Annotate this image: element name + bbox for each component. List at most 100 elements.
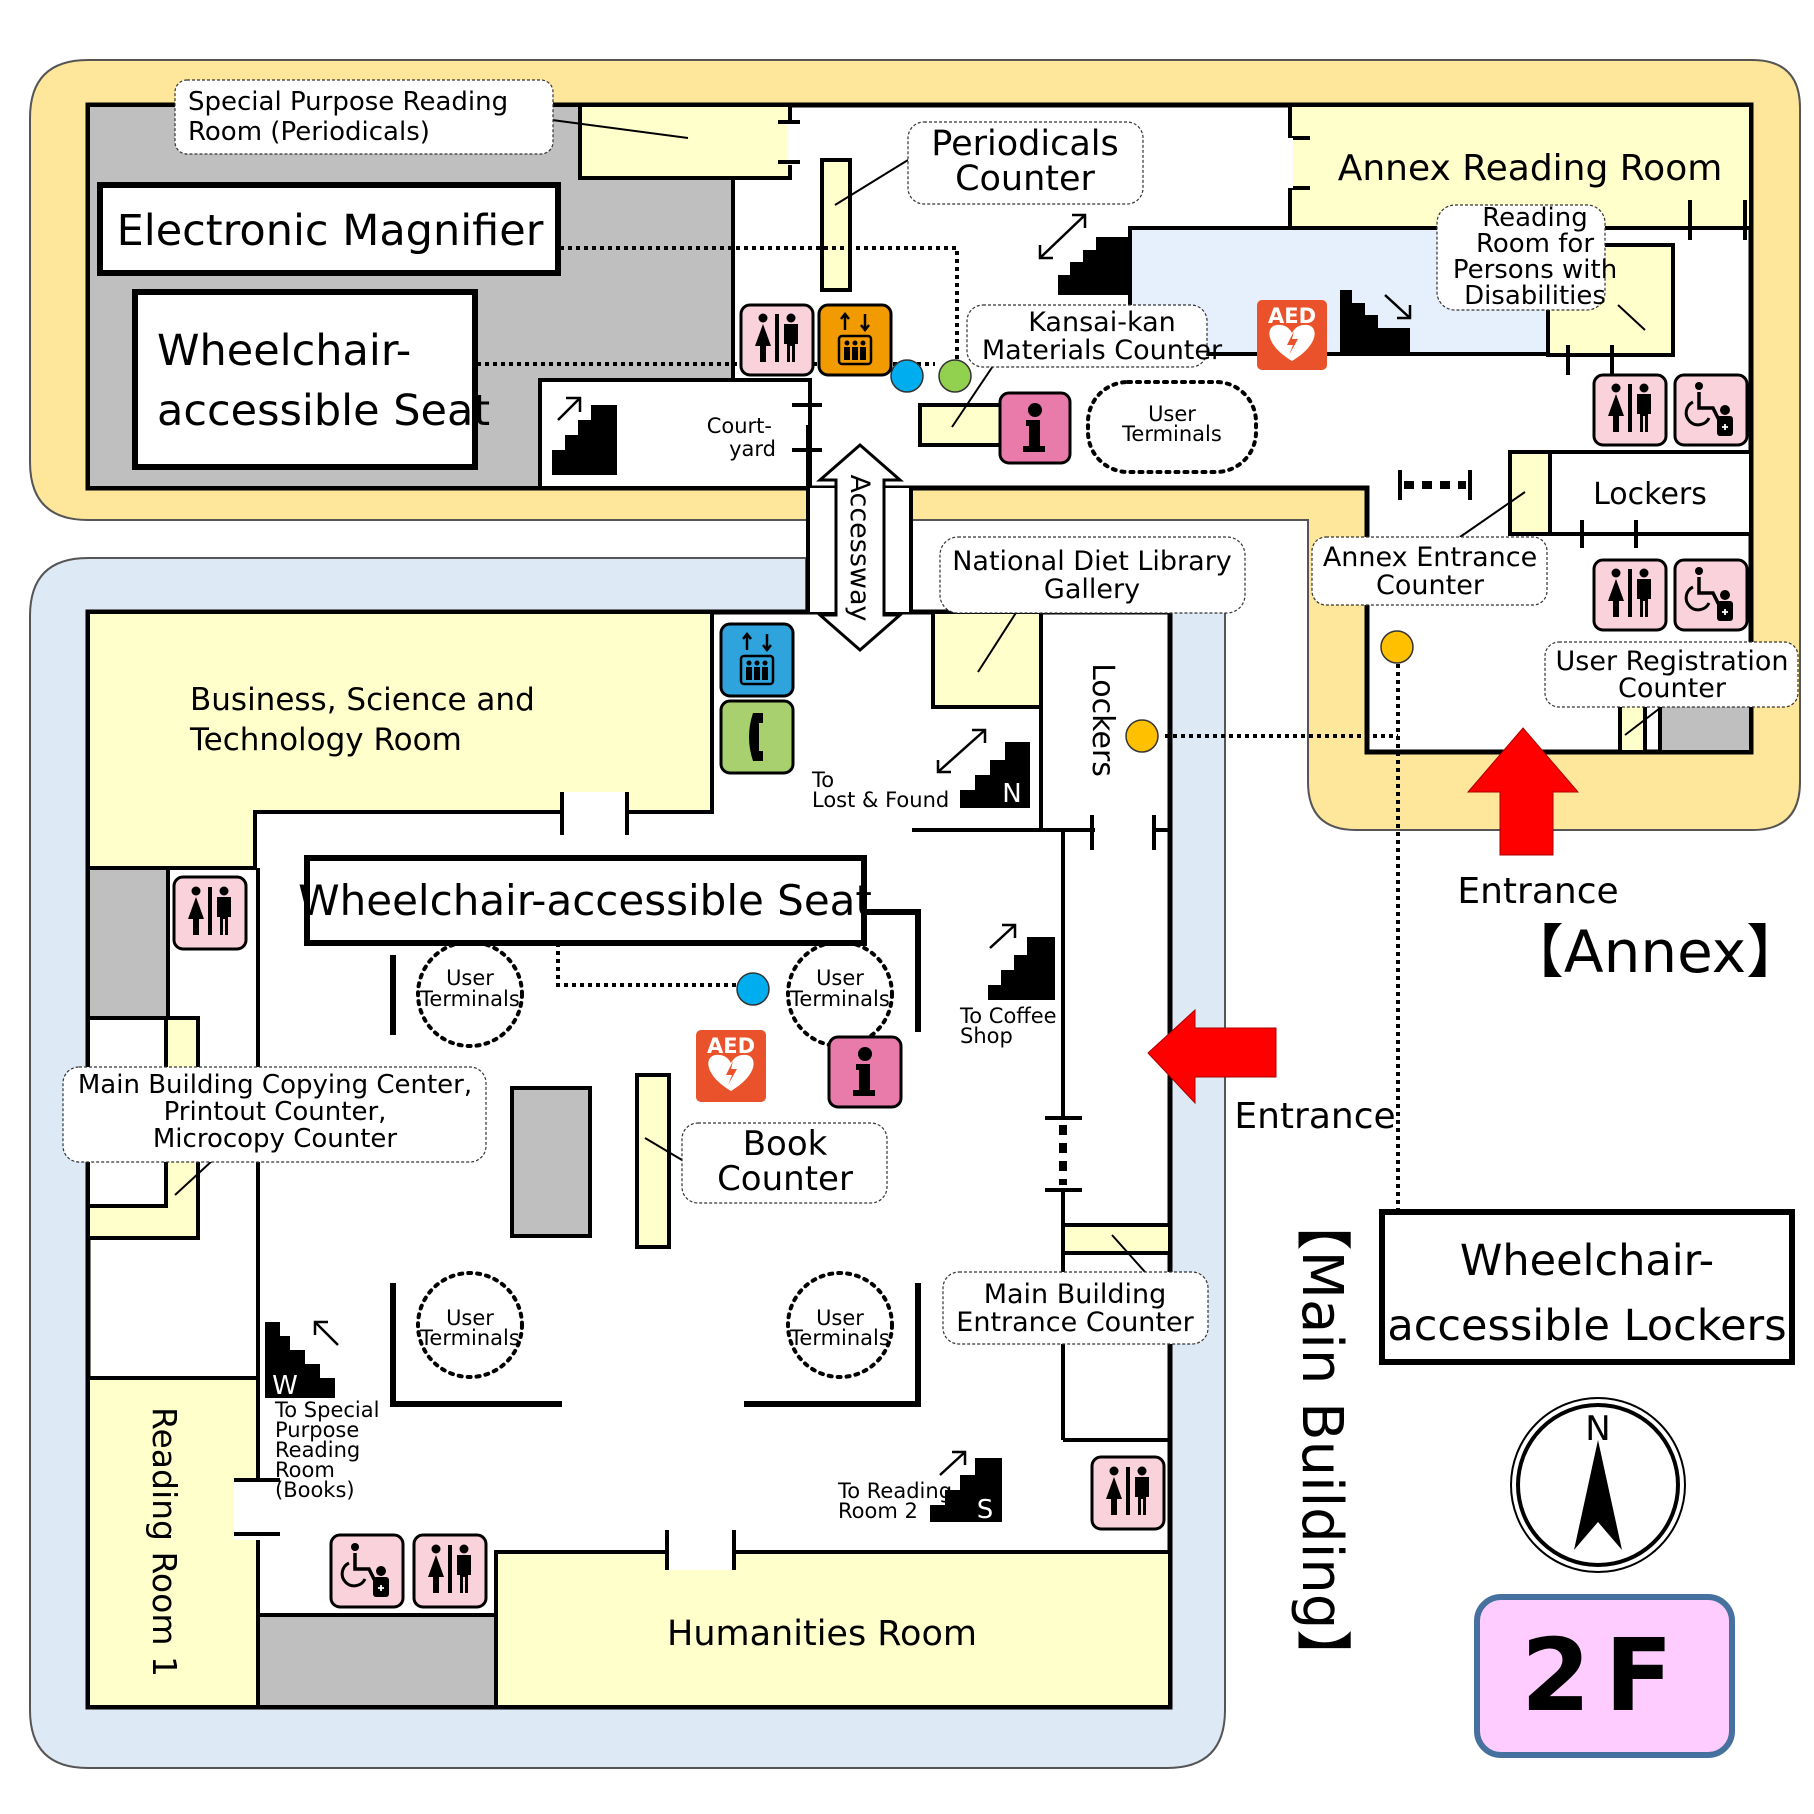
restroom-icon <box>1592 558 1668 632</box>
main-entrance[interactable]: Entrance <box>1147 1008 1396 1137</box>
annex-stairs-center <box>1038 213 1130 295</box>
lost-found-label: To <box>811 768 834 792</box>
restroom-icon <box>1090 1455 1166 1531</box>
book-storage <box>510 1086 592 1238</box>
elevator-icon <box>719 622 795 698</box>
big-label-text: accessible Lockers <box>1387 1301 1786 1351</box>
accessway-label: Accessway <box>844 474 875 621</box>
user-terminals-label: Terminals <box>789 987 890 1011</box>
accessway: Accessway <box>806 425 913 652</box>
aed-icon <box>1257 300 1327 370</box>
user-terminals-label: User <box>816 966 864 990</box>
north-arrow-icon <box>1574 1440 1622 1550</box>
periodicals-counter-desk <box>820 158 852 292</box>
main-gray-left <box>86 866 170 1020</box>
compass-icon: N <box>1510 1397 1686 1573</box>
callout-user-registration: User Registration Counter <box>1544 641 1799 736</box>
callout-text: Room (Periodicals) <box>188 117 430 147</box>
entrance-arrow-left-icon <box>1147 1008 1277 1105</box>
callout-text: National Diet Library <box>952 546 1232 577</box>
annex-entrance-desk <box>1508 450 1552 536</box>
callout-text: Room for <box>1476 229 1594 259</box>
callout-text: Counter <box>1618 673 1727 704</box>
restroom-icon <box>739 303 815 377</box>
dot-blue-annex <box>890 359 924 393</box>
courtyard-label: Court- <box>707 414 772 438</box>
callout-text: Annex Entrance <box>1323 542 1537 573</box>
book-counter-desk <box>635 1073 671 1249</box>
big-label-text: Electronic Magnifier <box>117 206 544 256</box>
user-terminals-label: Terminals <box>419 1326 520 1350</box>
floor-badge: 2F <box>1474 1594 1735 1758</box>
callout-text: Reading <box>1482 203 1588 233</box>
annex-user-terminals: User Terminals <box>1086 380 1258 474</box>
restroom-icon <box>172 875 248 951</box>
annex-reading-room-label: Annex Reading Room <box>1338 148 1723 189</box>
stairs-w: W <box>265 1320 339 1401</box>
humanities-door <box>667 1532 734 1570</box>
callout-text: Persons with <box>1453 255 1617 285</box>
reading-room-1-door <box>234 1480 264 1540</box>
stair-arrow-icon <box>989 923 1017 949</box>
stairs-s: S <box>930 1450 1002 1525</box>
stairs-coffee <box>988 923 1055 1000</box>
big-label-text: Wheelchair- <box>1460 1236 1714 1286</box>
dot-yellow-annex <box>1380 630 1414 664</box>
business-room-label: Technology Room <box>189 722 462 758</box>
main-building-label: 【Main Building】 <box>1289 1195 1354 1686</box>
restroom-icon <box>412 1533 488 1609</box>
callout-text: Materials Counter <box>982 335 1223 366</box>
accessibility-connector-lines <box>477 246 1400 1210</box>
callout-text: Kansai-kan <box>1028 307 1176 338</box>
aed-icon <box>696 1030 766 1102</box>
callout-book-counter: Book Counter <box>644 1122 888 1204</box>
elevator-icon <box>817 303 893 377</box>
special-books-label: Room <box>275 1458 335 1482</box>
callout-kansai-kan: Kansai-kan Materials Counter <box>951 304 1223 428</box>
courtyard-label: yard <box>729 437 776 461</box>
reading-room-1 <box>86 1376 260 1709</box>
annex-stairs-left <box>552 396 617 475</box>
special-books-label: (Books) <box>275 1478 355 1502</box>
callout-disabilities-room: Reading Room for Persons with Disabiliti… <box>1436 203 1646 331</box>
user-terminals-label: Terminals <box>1121 422 1222 446</box>
special-periodicals-room <box>578 103 792 180</box>
annex-lockers-label: Lockers <box>1593 477 1707 512</box>
humanities-room <box>494 1550 1172 1709</box>
humanities-room-label: Humanities Room <box>667 1614 977 1654</box>
callout-special-periodicals: Special Purpose Reading Room (Periodical… <box>174 79 689 155</box>
callout-text: Microcopy Counter <box>153 1124 398 1154</box>
business-door <box>562 792 627 832</box>
annex-entrance-label: Entrance <box>1457 871 1618 912</box>
accessway-arrow-icon <box>816 443 904 652</box>
callout-text: Main Building Copying Center, <box>78 1070 472 1100</box>
annex-entrance[interactable]: Entrance <box>1457 727 1619 912</box>
user-terminals-label: User <box>816 1306 864 1330</box>
user-terminals-label: Terminals <box>419 987 520 1011</box>
reading-room-1-label: Reading Room 1 <box>145 1407 184 1677</box>
main-entrance-desk <box>1061 1223 1172 1255</box>
big-label-text: Wheelchair-accessible Seat <box>298 876 872 925</box>
dot-green-annex <box>938 359 972 393</box>
stair-arrow-icon <box>557 396 582 421</box>
callout-copying-center: Main Building Copying Center, Printout C… <box>62 1066 487 1196</box>
accessible-restroom-icon <box>1673 558 1749 632</box>
stair-marker-w: W <box>272 1371 298 1401</box>
callout-text: Counter <box>1376 570 1485 601</box>
center-partitions <box>390 909 921 1407</box>
callout-main-entrance-counter: Main Building Entrance Counter <box>942 1234 1209 1345</box>
callout-annex-entrance-counter: Annex Entrance Counter <box>1311 491 1548 606</box>
accessible-restroom-icon <box>329 1533 405 1609</box>
label-electronic-magnifier: Electronic Magnifier <box>97 182 561 276</box>
special-books-label: Reading <box>275 1438 360 1462</box>
user-terminals-label: User <box>446 1306 494 1330</box>
stair-arrow-icon <box>939 1450 967 1476</box>
callout-text: Special Purpose Reading <box>188 87 508 117</box>
label-wheelchair-seat-main: Wheelchair-accessible Seat <box>298 855 872 946</box>
special-books-label: Purpose <box>275 1418 359 1442</box>
business-room-label: Business, Science and <box>190 682 535 718</box>
special-books-label: To Special <box>274 1398 379 1422</box>
main-user-terminals: User Terminals User Terminals User Termi… <box>416 940 894 1379</box>
stair-marker-s: S <box>977 1495 994 1525</box>
callout-text: Counter <box>955 159 1095 199</box>
